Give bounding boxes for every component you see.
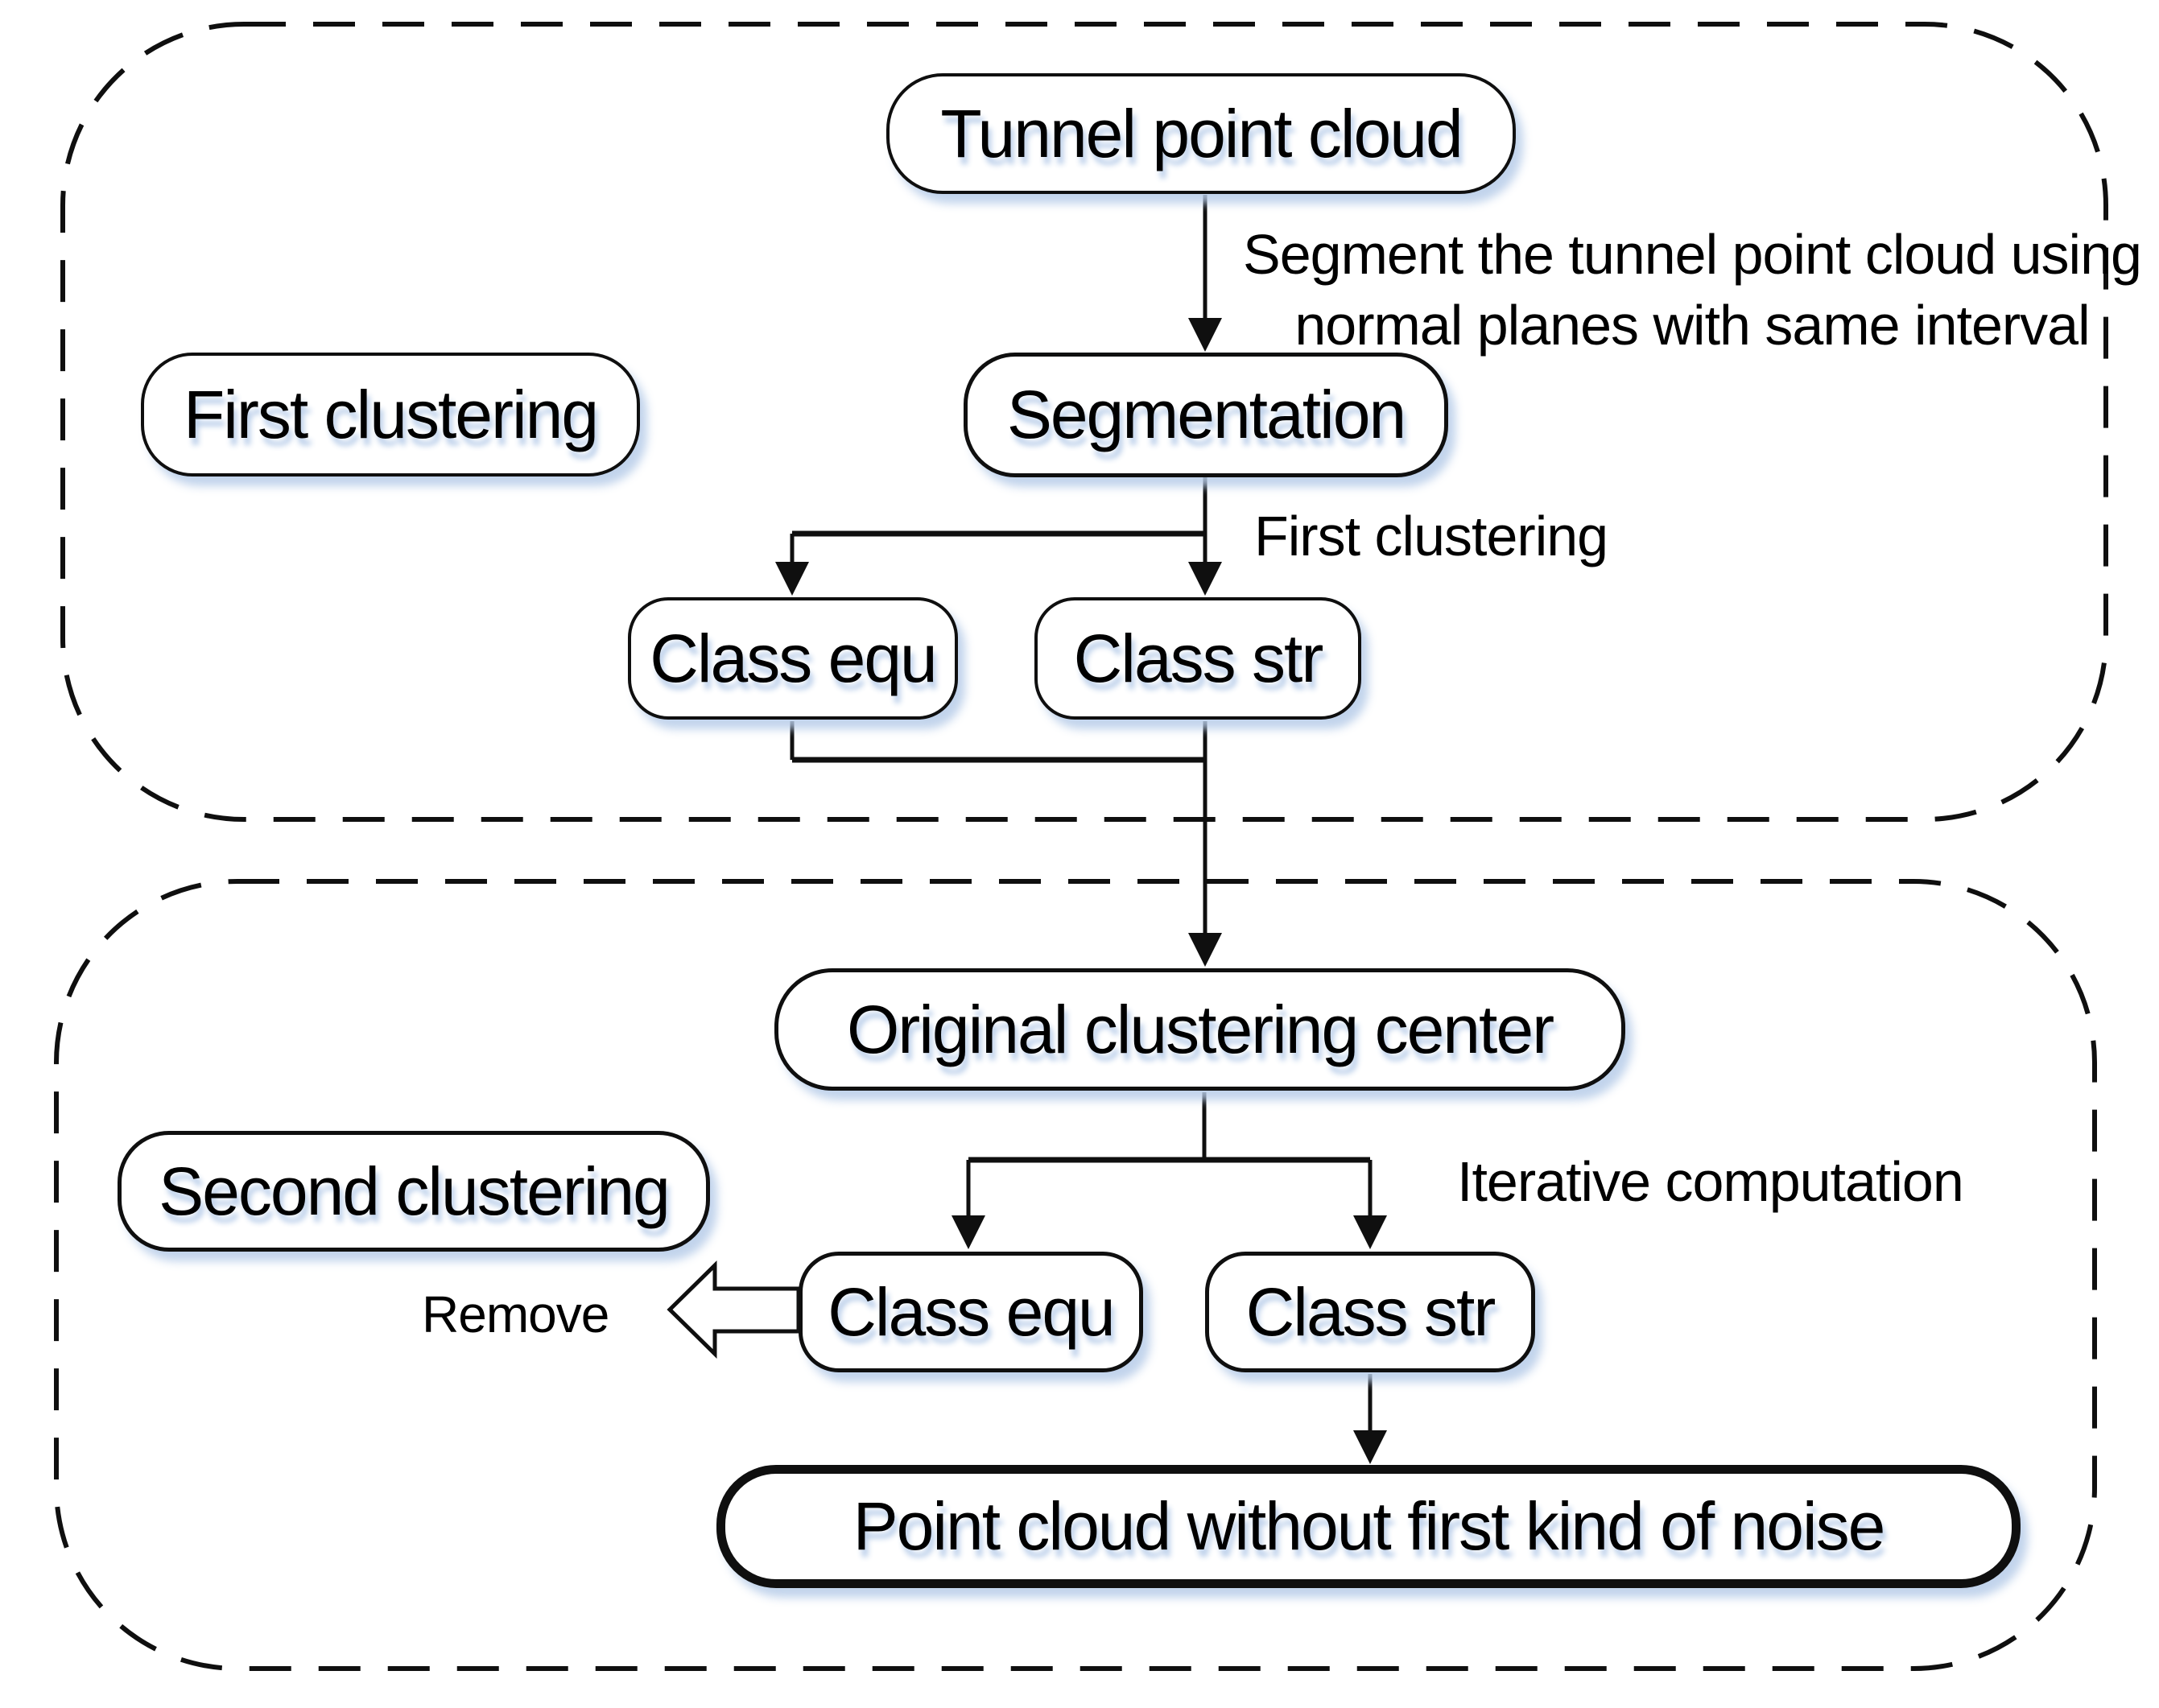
node-class-str-first: Class str bbox=[1034, 597, 1361, 720]
node-second-clustering-tag: Second clustering bbox=[118, 1131, 710, 1252]
node-tunnel-point-cloud: Tunnel point cloud bbox=[886, 73, 1516, 194]
arrowhead-into-result bbox=[1353, 1430, 1387, 1464]
edge-label-iterative-computation: Iterative computation bbox=[1457, 1150, 1964, 1213]
first-clustering-section-frame bbox=[60, 22, 2108, 822]
edge-label-first-clustering: First clustering bbox=[1254, 505, 1608, 567]
node-second-clustering-tag-label: Second clustering bbox=[159, 1153, 671, 1229]
node-result-point-cloud: Point cloud without first kind of noise bbox=[716, 1465, 2021, 1588]
node-result-point-cloud-label: Point cloud without first kind of noise bbox=[852, 1488, 1886, 1564]
edge-label-remove: Remove bbox=[422, 1285, 609, 1343]
edge-label-segment-description: Segment the tunnel point cloud using nor… bbox=[1217, 219, 2159, 361]
edge-label-segment-line1: Segment the tunnel point cloud using bbox=[1243, 223, 2142, 286]
node-class-equ-second: Class equ bbox=[799, 1252, 1143, 1372]
node-original-clustering-center-label: Original clustering center bbox=[846, 991, 1554, 1067]
arrowhead-into-class-str-1 bbox=[1188, 562, 1222, 596]
node-segmentation: Segmentation bbox=[964, 353, 1448, 477]
arrowhead-into-class-str-2 bbox=[1353, 1215, 1387, 1249]
arrowhead-into-original-center bbox=[1188, 933, 1222, 967]
node-segmentation-label: Segmentation bbox=[1006, 377, 1406, 452]
node-tunnel-point-cloud-label: Tunnel point cloud bbox=[940, 95, 1463, 171]
arrowhead-into-segmentation bbox=[1188, 318, 1222, 352]
arrowhead-into-class-equ-1 bbox=[775, 562, 809, 596]
node-class-equ-first-label: Class equ bbox=[650, 620, 938, 696]
second-clustering-section-frame bbox=[54, 879, 2097, 1671]
remove-hollow-arrow-icon bbox=[667, 1260, 801, 1359]
node-original-clustering-center: Original clustering center bbox=[774, 968, 1625, 1091]
edge-label-segment-line2: normal planes with same interval bbox=[1294, 294, 2090, 357]
node-class-str-first-label: Class str bbox=[1073, 620, 1324, 696]
node-class-str-second-label: Class str bbox=[1245, 1273, 1496, 1350]
node-class-str-second: Class str bbox=[1205, 1252, 1535, 1372]
node-class-equ-first: Class equ bbox=[628, 597, 958, 720]
node-first-clustering-tag: First clustering bbox=[141, 353, 640, 477]
node-first-clustering-tag-label: First clustering bbox=[183, 376, 599, 452]
arrowhead-into-class-equ-2 bbox=[952, 1215, 985, 1249]
node-class-equ-second-label: Class equ bbox=[828, 1273, 1116, 1350]
